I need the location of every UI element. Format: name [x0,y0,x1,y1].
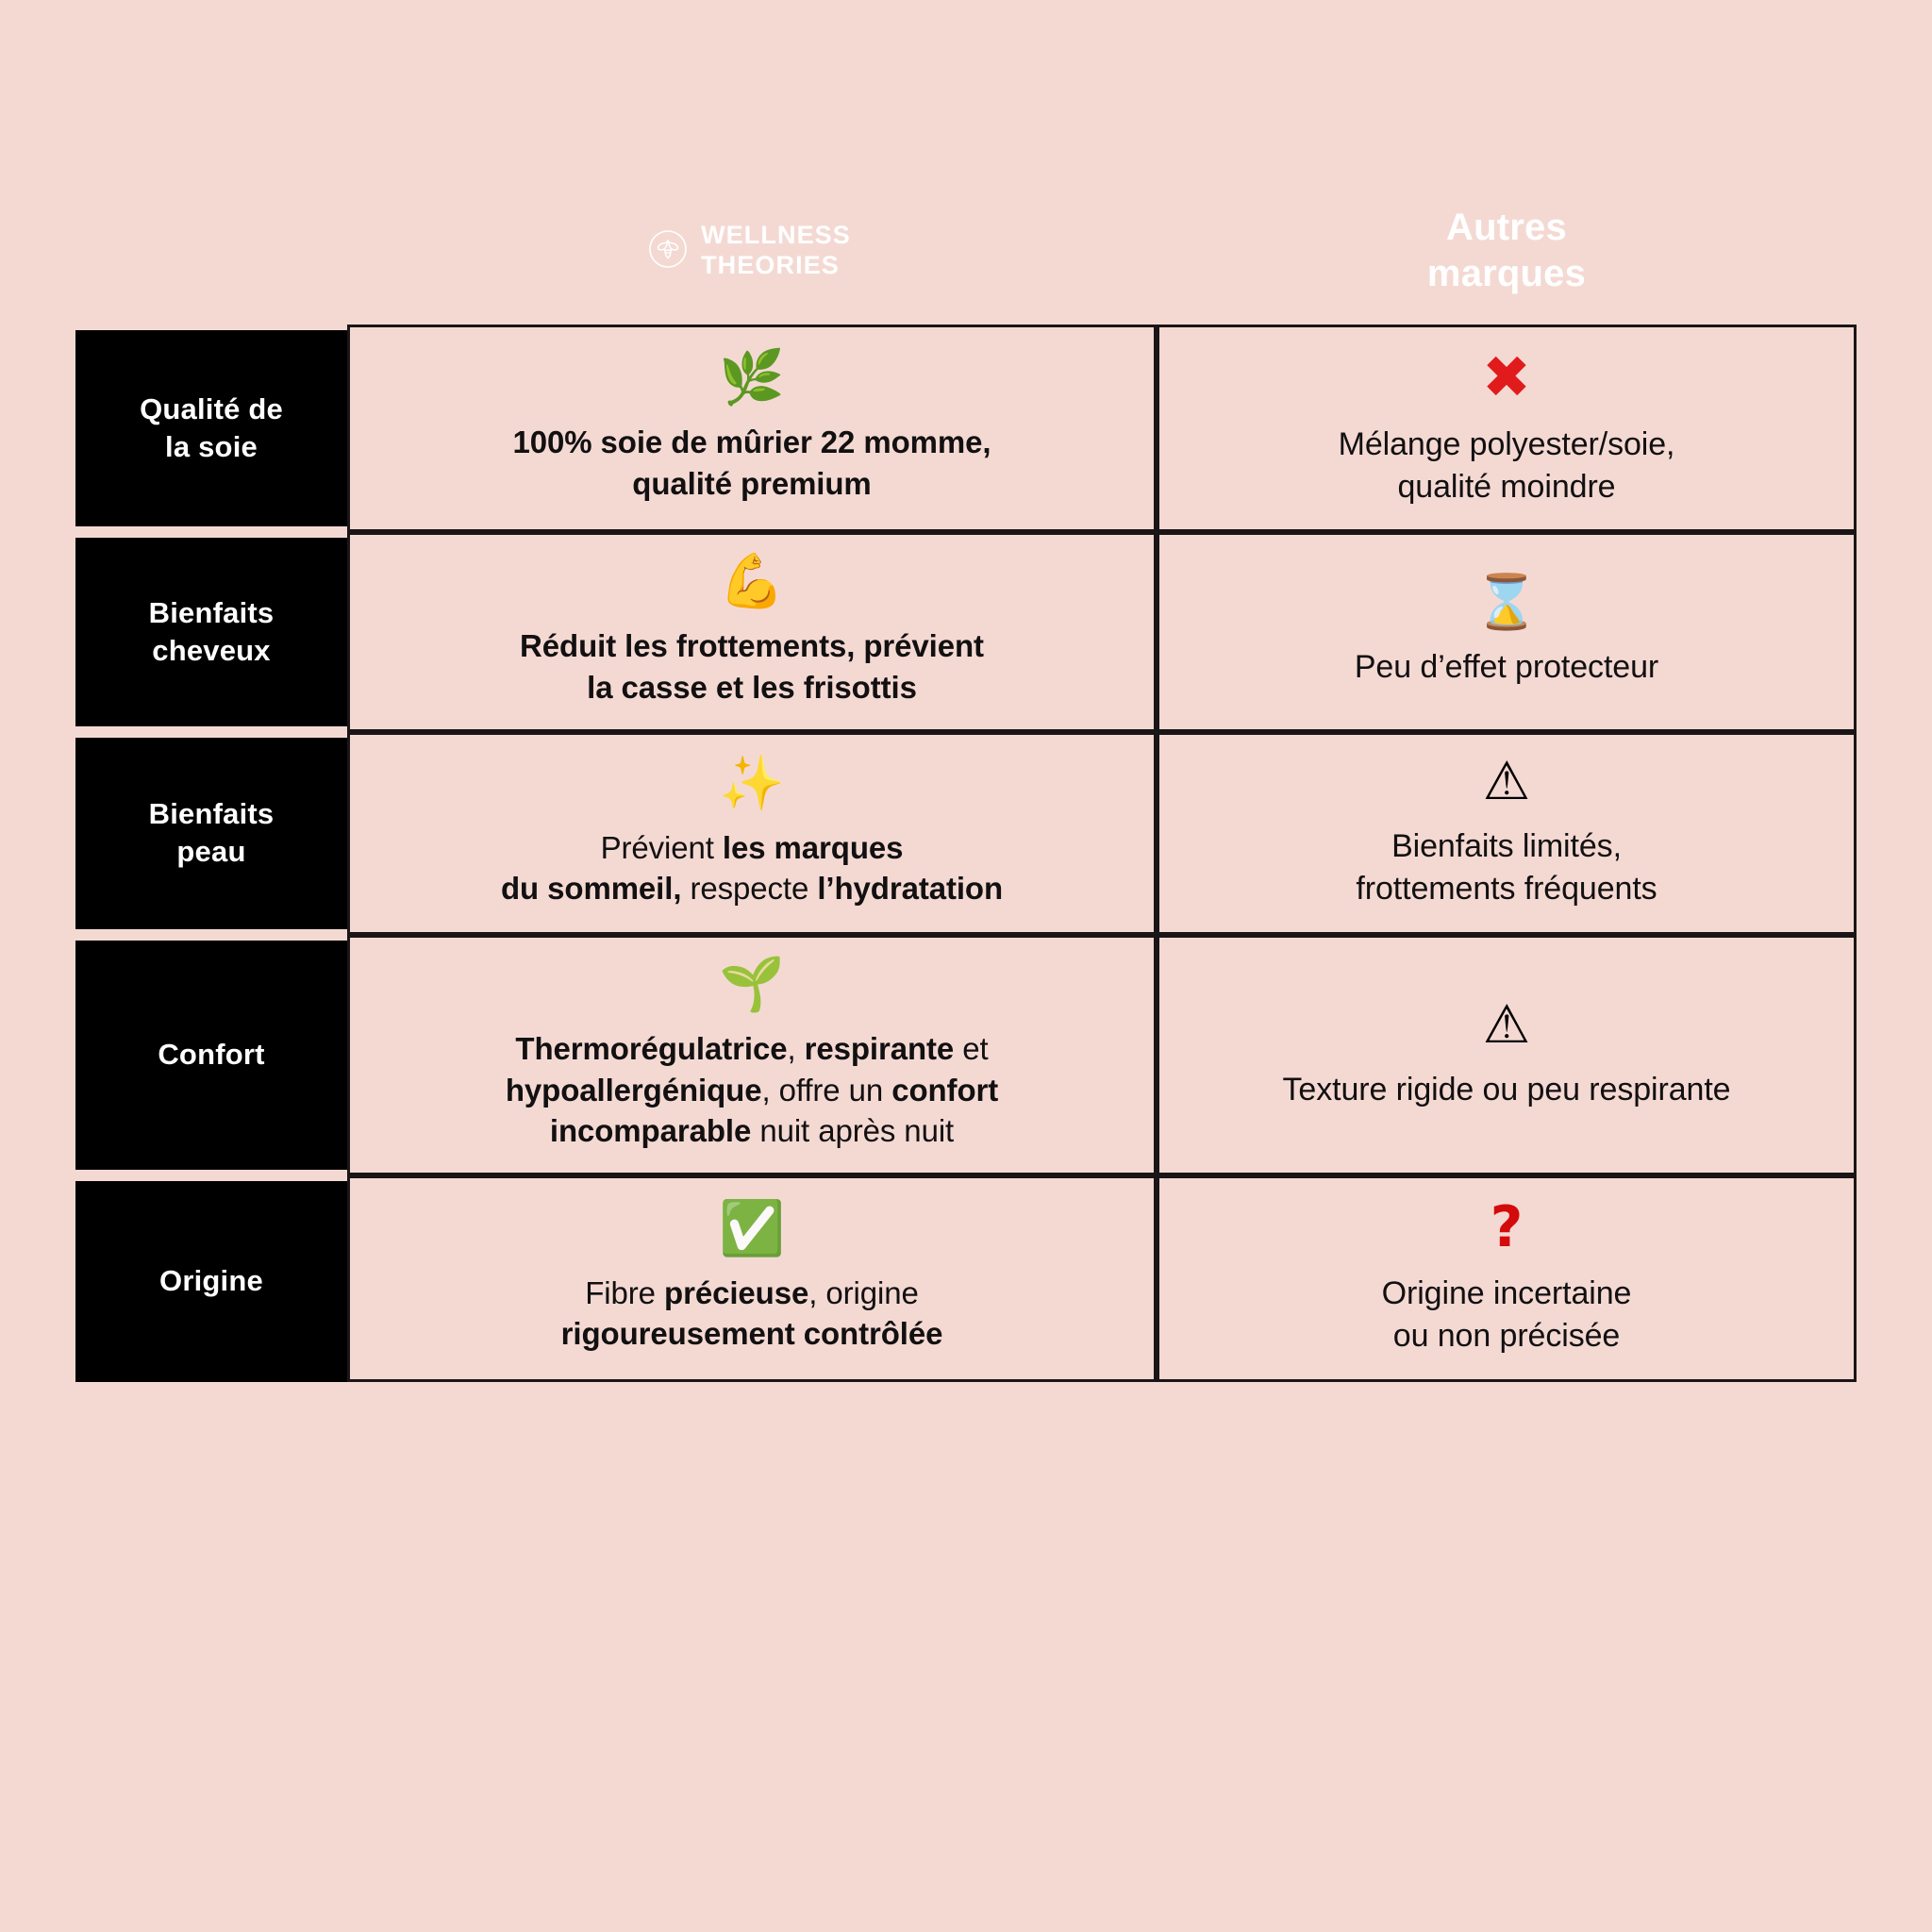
green-check-mark-button-emoji: ✅ [719,1197,785,1259]
row-label-1: Qualité de la soie [75,325,347,533]
brand-wordmark: WELLNESS THEORIES [701,221,851,281]
row-label-3: Bienfaits peau [75,732,347,935]
row-label-line-1: Qualité de [140,391,283,425]
row-label-line-2: cheveux [152,634,271,668]
table-row: Confort 🌱 Thermorégulatrice, respirante et… [75,934,1857,1176]
brand-name-line-1: WELLNESS [701,221,851,250]
other-brands-line-2: marques [1426,253,1587,294]
brand-logo: WELLNESS THEORIES [347,221,1152,281]
other-cell-text: Peu d’effet protecteur [1354,648,1659,685]
red-question-mark-icon: ? [1490,1194,1524,1261]
other-cell-text: Texture rigide ou peu respirante [1282,1071,1731,1108]
table-row: Bienfaits cheveux 💪 Réduit les frottements,… [75,532,1857,733]
brand-cell-text: 100% soie de mûrier 22 momme,qualité pre… [512,425,991,502]
row-label-line-2: peau [176,835,246,869]
brand-cell-1: 🌿 100% soie de mûrier 22 momme,qualité pr… [347,325,1157,533]
table-header-row: WELLNESS THEORIES Autres marques [75,177,1857,325]
header-other-brands-column: Autres marques [1157,177,1857,325]
table-body: Qualité de la soie 🌿 100% soie de mûrier 22… [75,325,1857,1382]
row-label-line-1: Bienfaits [148,797,275,831]
row-label-line-1: Origine [159,1264,263,1298]
other-cell-text: Bienfaits limités,frottements fréquents [1356,828,1657,908]
other-brands-line-1: Autres [1446,207,1567,249]
bee-circle-logo-icon [648,229,688,274]
other-cell-text: Mélange polyester/soie,qualité moindre [1338,426,1675,506]
header-corner-spacer [75,177,347,325]
other-cell-4: ⚠ Texture rigide ou peu respirante [1157,934,1857,1176]
red-cross-mark-icon: ✖ [1482,342,1531,411]
row-label-4: Confort [75,934,347,1176]
row-label-5: Origine [75,1175,347,1382]
brand-name-line-2: THEORIES [701,251,840,279]
other-cell-1: ✖ Mélange polyester/soie,qualité moindre [1157,325,1857,533]
flexed-biceps-emoji: 💪 [719,551,785,613]
header-brand-column: WELLNESS THEORIES [347,177,1157,325]
row-label-line-1: Confort [158,1038,265,1072]
herb-leaf-emoji: 🌿 [719,347,785,409]
warning-triangle-emoji: ⚠ [1482,751,1531,813]
warning-triangle-emoji: ⚠ [1482,993,1531,1056]
row-label-line-1: Bienfaits [148,596,275,630]
sparkles-emoji: ✨ [719,752,785,814]
comparison-table: WELLNESS THEORIES Autres marques Qualité… [75,177,1857,1382]
table-row: Qualité de la soie 🌿 100% soie de mûrier 22… [75,325,1857,533]
hourglass-emoji: ⌛ [1474,571,1540,633]
row-label-line-2: la soie [165,430,258,464]
other-cell-2: ⌛ Peu d’effet protecteur [1157,532,1857,733]
other-cell-3: ⚠ Bienfaits limités,frottements fréquents [1157,732,1857,935]
other-brands-title: Autres marques [1157,205,1857,297]
row-label-2: Bienfaits cheveux [75,532,347,733]
seedling-emoji: 🌱 [719,953,785,1015]
